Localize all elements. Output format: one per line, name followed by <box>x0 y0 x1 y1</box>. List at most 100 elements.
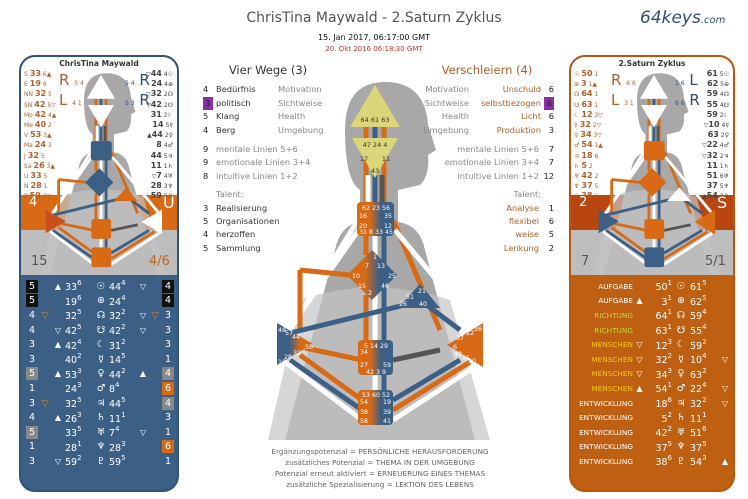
line: 2 <box>719 152 724 160</box>
planet-symbol: ♆ <box>723 183 729 191</box>
design-gate-cell: 375 <box>646 440 672 455</box>
design-gate-cell: 52 <box>646 410 672 425</box>
gate-number: 47 24 4 <box>363 141 388 149</box>
arrow: ▽ <box>598 111 603 119</box>
left-panel-title: ChrisTina Maywald <box>59 59 139 68</box>
right-personality-arrow-1: 1 6 L <box>675 71 698 89</box>
arrow-values: 5 4 <box>125 80 135 87</box>
line: 2 <box>47 122 52 130</box>
personality-gate-cell: 625 <box>690 294 719 309</box>
personality-gate-cell: 111 <box>109 410 137 425</box>
planet-symbol: ♀ <box>724 132 729 140</box>
personality-planet-entry: 8 4♂ <box>146 140 173 150</box>
table-row: MENSCHEN▽343♀632 <box>571 367 731 382</box>
arrow-values: 4 1 <box>72 100 82 107</box>
left-arrow: ▽ <box>41 397 49 409</box>
gate: 32 <box>150 89 162 99</box>
personality-gate: 8 <box>109 384 116 396</box>
logo[interactable]: 64keys.com <box>640 8 725 28</box>
personality-planet-entry: 24 4⊕ <box>146 79 173 89</box>
talent-number: 3 <box>203 202 209 213</box>
personality-planet-entry: 11 1♄ <box>146 161 173 171</box>
line-number: 9 <box>203 144 209 155</box>
talent-number: 5 <box>548 229 554 240</box>
personality-planet-entry: ▽42 2☋ <box>146 100 173 110</box>
design-date: 20. Okt 2016 06:18:30 GMT <box>325 45 423 53</box>
personality-gate-cell: 554 <box>690 323 719 338</box>
design-line: 3 <box>77 366 82 375</box>
design-arrow: ▲ <box>54 369 62 379</box>
design-gate: 37 <box>655 442 668 454</box>
table-row: MENSCHEN▲541♂224▽ <box>571 381 731 396</box>
gate-number: 44 <box>292 334 300 341</box>
planet-symbol: ♀ <box>168 132 173 140</box>
gate: 28 <box>150 181 162 191</box>
logo-text: 64keys <box>640 8 701 28</box>
design-gate-cell: 322 <box>646 352 672 367</box>
personality-gate-cell: 244 <box>109 294 137 309</box>
line: 6 <box>42 71 47 78</box>
design-gate: 50 <box>655 282 668 294</box>
gate-number: 16 <box>359 213 367 220</box>
planet-icon: ♅ <box>96 426 106 438</box>
line: 4 <box>163 71 168 78</box>
line: 3 <box>43 132 47 140</box>
personality-gate: 44 <box>109 282 122 294</box>
way-category: Umgebung <box>278 124 324 135</box>
line: 5 <box>40 152 45 160</box>
arrow-values: 1 6 <box>675 80 685 87</box>
channel <box>614 222 647 232</box>
legend-line: Potenzial erneut aktiviert = ERNEUERUNG … <box>274 469 486 478</box>
legend-line: Ergänzungspotenzial = PERSÖNLICHE HERAUS… <box>271 447 489 456</box>
way-category: Motivation <box>425 84 469 95</box>
gate-number: 50 <box>305 344 313 351</box>
line: 5 <box>720 81 724 89</box>
line: 3 <box>46 162 51 170</box>
design-planet-entry: ♇38 6 <box>574 191 603 201</box>
personality-line: 1 <box>121 410 126 419</box>
personality-arrow: ▽ <box>721 383 729 393</box>
right-mini-bodygraph <box>571 73 733 275</box>
talent-label: Realisierung <box>216 202 268 213</box>
planet-icon: ♆ <box>96 441 106 453</box>
channel <box>49 230 95 266</box>
design-line: 3 <box>667 366 672 375</box>
gate: 62 <box>707 79 719 89</box>
personality-gate: 37 <box>690 442 703 454</box>
way-category: Sichtweise <box>278 97 323 108</box>
planet-symbol: ☋ <box>723 101 729 109</box>
personality-line: 2 <box>121 323 126 332</box>
gate: 59 <box>706 109 718 119</box>
gate-number: 11 <box>382 155 390 163</box>
gate-number: 49 <box>454 351 462 358</box>
planet-symbol: ♅ <box>723 173 729 181</box>
personality-gate-cell: 84 <box>109 381 137 396</box>
line: 2 <box>594 173 599 181</box>
channel <box>299 267 351 278</box>
theme-label: ENTWICKLUNG <box>579 456 633 466</box>
gate: 32 <box>706 150 718 160</box>
gate-number: 2 <box>368 290 372 297</box>
gate: 64 <box>581 89 593 99</box>
gate-number: 17 <box>360 155 368 163</box>
line: 1 <box>594 71 599 78</box>
personality-planet-entry: 44 5♃ <box>146 151 173 161</box>
theme-label: MENSCHEN <box>591 369 633 379</box>
color-box: 5 <box>26 279 38 293</box>
gate: 22 <box>706 140 718 150</box>
line: 4 <box>719 91 724 99</box>
channel <box>663 232 713 266</box>
personality-line: 5 <box>121 454 126 463</box>
channel <box>61 222 94 232</box>
gate-number: 40 <box>419 301 427 308</box>
arrow: ▽ <box>151 173 157 181</box>
arrow-letter: L <box>59 91 68 109</box>
gate: 63 <box>707 130 719 140</box>
g-center <box>638 168 667 197</box>
